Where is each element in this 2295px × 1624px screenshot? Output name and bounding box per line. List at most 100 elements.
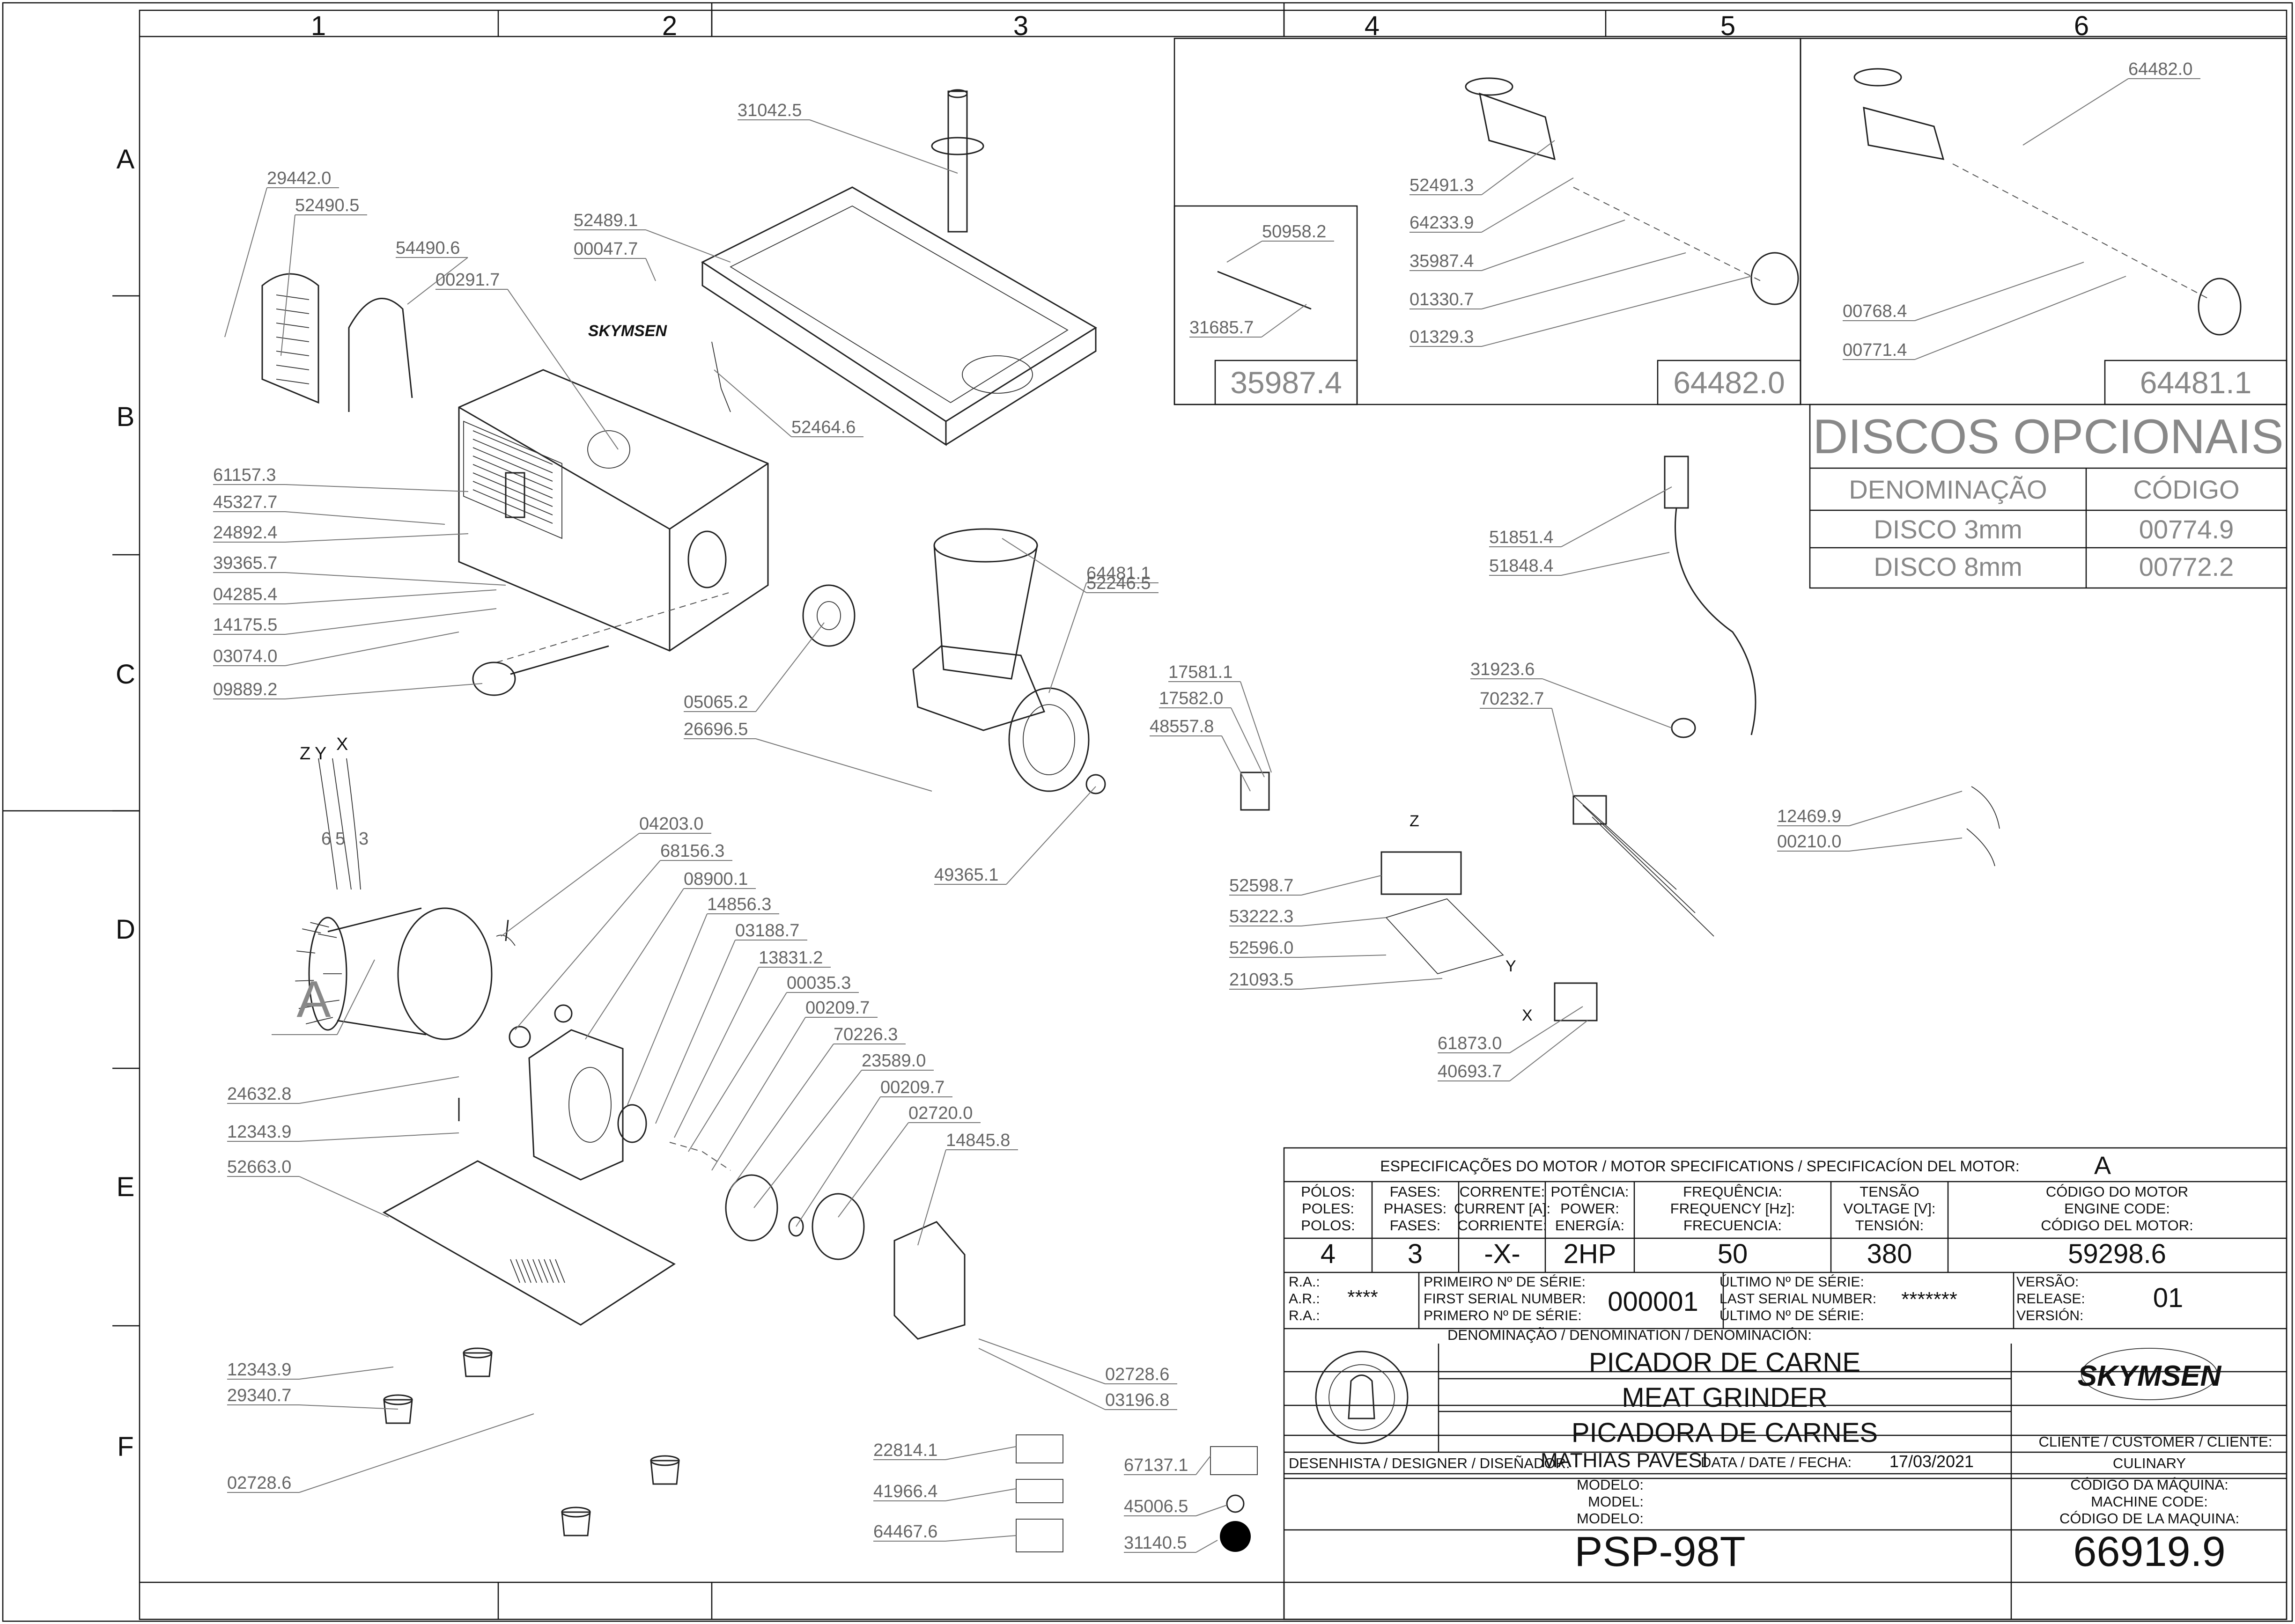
tray-top xyxy=(701,186,1097,422)
leader-line xyxy=(627,913,708,1105)
kit-code: 64481.1 xyxy=(2140,365,2252,400)
part-number-label: 00771.4 xyxy=(1843,340,1907,360)
part-number-label: 51851.4 xyxy=(1489,528,1553,547)
model-value: PSP-98T xyxy=(1574,1528,1745,1575)
leader-line xyxy=(285,511,445,525)
part-number-label: 64233.9 xyxy=(1409,213,1474,233)
plug xyxy=(1664,456,1689,509)
leader-line xyxy=(945,1535,1017,1542)
plate-slot xyxy=(527,1259,537,1283)
leader-line xyxy=(407,257,468,305)
plate-slot xyxy=(544,1259,554,1283)
vent-slot xyxy=(472,439,553,473)
grid-row-label: B xyxy=(117,402,135,432)
serial-label: ÚLTIMO Nº DE SÉRIE: xyxy=(1719,1274,1864,1290)
vent-cover-slot xyxy=(276,365,310,370)
spec-heading: POWER: xyxy=(1560,1200,1619,1217)
part-number-label: 00210.0 xyxy=(1777,832,1841,852)
decal xyxy=(1016,1479,1063,1503)
leader-line xyxy=(285,589,497,604)
part-number-label: 48557.8 xyxy=(1150,717,1214,736)
leader-line xyxy=(515,860,661,1030)
part-number-label: 12343.9 xyxy=(227,1360,291,1380)
spec-heading: CÓDIGO DO MOTOR xyxy=(2046,1183,2188,1200)
part-number-label: 24892.4 xyxy=(213,523,277,543)
part-number-label: 52491.3 xyxy=(1409,176,1474,195)
part-number-label: 26696.5 xyxy=(684,720,748,739)
kit3-neck xyxy=(1863,106,1945,160)
leader-line xyxy=(285,683,483,699)
motor-fin xyxy=(296,950,316,954)
leader-line xyxy=(285,484,469,492)
spec-heading: FREQUÊNCIA: xyxy=(1683,1183,1782,1200)
pusher-flange xyxy=(931,137,984,155)
part-number-label: 02720.0 xyxy=(908,1103,973,1123)
small-parts-dash xyxy=(669,1142,731,1171)
part-number-label: 45006.5 xyxy=(1124,1497,1188,1516)
motor-fin xyxy=(298,1005,318,1009)
discs-table xyxy=(1809,404,2288,589)
leader-line xyxy=(224,187,267,338)
machine-code-value: 66919.9 xyxy=(2073,1528,2225,1575)
model-label: MODELO: xyxy=(1577,1510,1644,1527)
serial-label: R.A.: xyxy=(1289,1308,1320,1323)
kit-auger-1 xyxy=(1217,271,1312,310)
part-number-label: 14845.8 xyxy=(946,1131,1010,1150)
part-number-label: 01330.7 xyxy=(1409,290,1474,309)
bracket xyxy=(711,341,731,412)
part-number-label: 00291.7 xyxy=(435,270,500,290)
spec-heading: PHASES: xyxy=(1384,1200,1446,1217)
inner-border xyxy=(139,9,2288,1620)
axis-label: X xyxy=(1522,1007,1533,1024)
part-number-label: 64467.6 xyxy=(873,1522,937,1542)
shaft xyxy=(510,645,609,675)
part-number-label: 02728.6 xyxy=(227,1473,291,1493)
part-number-label: 17581.1 xyxy=(1168,662,1232,682)
part-number-label: 61873.0 xyxy=(1438,1034,1502,1053)
kit2-axis xyxy=(1573,187,1761,281)
leader-line xyxy=(755,738,932,792)
leader-line xyxy=(753,1070,862,1208)
spec-value: 2HP xyxy=(1564,1239,1616,1269)
handle-wire xyxy=(348,298,413,412)
leader-line xyxy=(714,369,792,437)
part-number-label: 08900.1 xyxy=(684,869,748,889)
motor-fin xyxy=(317,933,337,938)
washer xyxy=(802,584,856,647)
spec-heading: VOLTAGE [V]: xyxy=(1844,1200,1936,1217)
model-label: MODEL: xyxy=(1588,1493,1644,1510)
wiring-harness xyxy=(1573,795,1714,937)
part-number-label: 23589.0 xyxy=(862,1051,926,1071)
leader-line xyxy=(285,533,469,543)
leader-line xyxy=(1481,276,1752,347)
part-number-label: 00209.7 xyxy=(880,1078,945,1097)
date-value: 17/03/2021 xyxy=(1889,1452,1974,1471)
head-ring-inner xyxy=(1023,704,1075,775)
leader-line xyxy=(299,1176,389,1218)
part-number-label: 17582.0 xyxy=(1159,689,1223,708)
part-number-label: 14175.5 xyxy=(213,615,277,635)
leader-line xyxy=(1261,304,1307,338)
leader-line xyxy=(1551,708,1574,796)
motor-back xyxy=(308,917,347,1031)
mount-plate xyxy=(1385,898,1504,975)
motor-fin xyxy=(320,999,339,1004)
hub-top xyxy=(933,528,1038,563)
part-number-label: 64481.1 xyxy=(1086,564,1151,583)
leader-line xyxy=(299,1132,459,1142)
serial-label: LAST SERIAL NUMBER: xyxy=(1719,1291,1876,1307)
spec-heading: CORRENTE: xyxy=(1460,1183,1545,1200)
part-number-label: 21093.5 xyxy=(1229,970,1293,990)
leader-line xyxy=(1240,681,1272,773)
model-label: MODELO: xyxy=(1577,1477,1644,1493)
grid-row-label: F xyxy=(117,1432,133,1462)
plate-slot xyxy=(521,1259,531,1283)
serial-label: FIRST SERIAL NUMBER: xyxy=(1424,1291,1586,1307)
vent-slot xyxy=(472,489,553,524)
seal-ring xyxy=(1315,1351,1409,1444)
part-number-label: 29442.0 xyxy=(267,169,331,188)
denom-en: MEAT GRINDER xyxy=(1622,1382,1827,1413)
part-number-labels: 31042.529442.052490.554490.600291.752489… xyxy=(213,59,2192,1553)
decal xyxy=(1210,1446,1258,1475)
